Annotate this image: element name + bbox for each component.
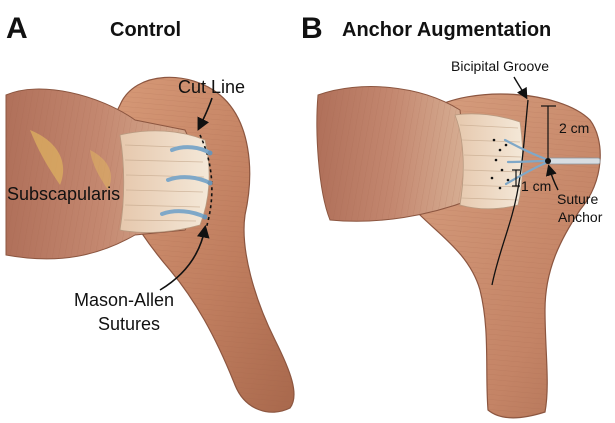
subscapularis-b-texture [317,87,470,222]
label-subscapularis: Subscapularis [7,184,120,204]
panel-a: A Control C [6,12,294,412]
suture-anchor [548,158,600,164]
panel-a-letter: A [6,12,28,45]
panel-b: B Anchor Augmentation [301,12,603,418]
label-cut-line: Cut Line [178,77,245,97]
label-anchor-line2: Anchor [558,209,603,225]
panel-b-title: Anchor Augmentation [342,19,551,41]
label-anchor-line1: Suture [557,191,598,207]
label-1cm: 1 cm [521,178,551,194]
label-sutures-line1: Mason-Allen [74,290,174,310]
label-sutures-line2: Sutures [98,314,160,334]
label-2cm: 2 cm [559,120,589,136]
panel-a-title: Control [110,19,181,41]
panel-b-letter: B [301,12,323,45]
label-bicipital-groove: Bicipital Groove [451,58,549,74]
